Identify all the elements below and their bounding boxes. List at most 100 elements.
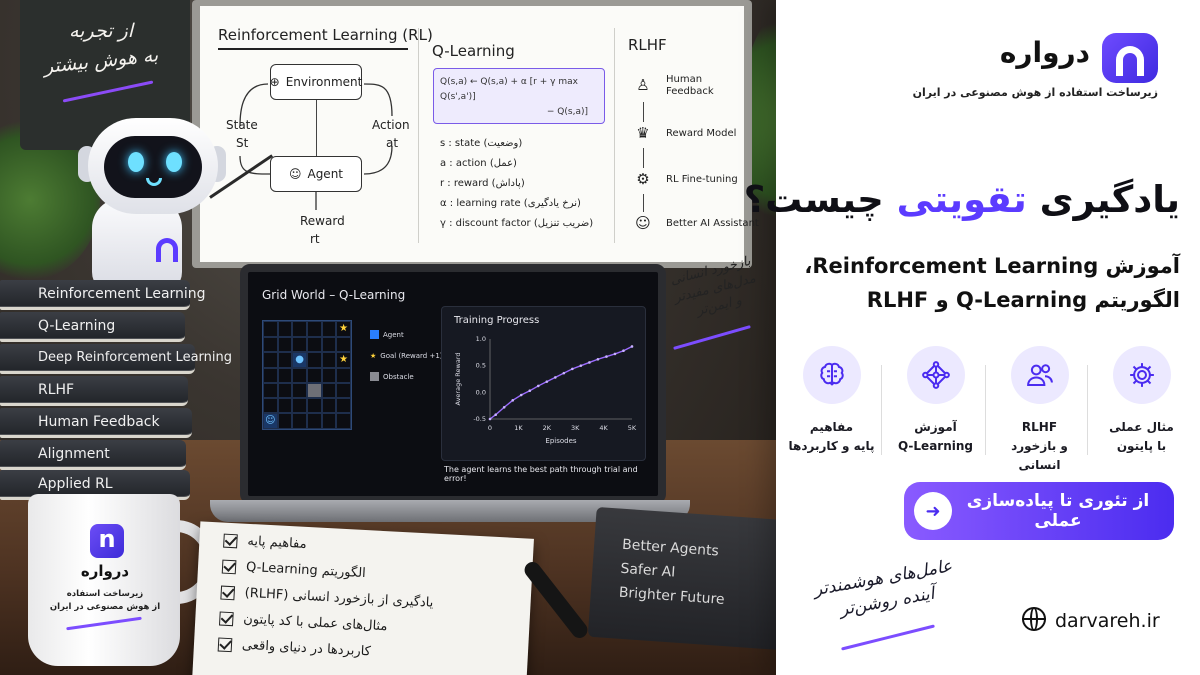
- reward-point: [519, 393, 523, 397]
- reward-symbol: rt: [310, 232, 320, 246]
- x-tick-label: 5K: [628, 424, 637, 432]
- x-axis-label: Episodes: [545, 437, 576, 445]
- reward-series-line: [489, 345, 633, 420]
- q-formula: Q(s,a) ← Q(s,a) + α [r + γ max Q(s',a')]…: [433, 68, 605, 124]
- q-def-gamma: γ : discount factor (ضریب تنزیل): [440, 218, 594, 229]
- mug-logo-icon: n: [90, 524, 124, 558]
- reward-point: [579, 364, 583, 367]
- globe-icon: [1022, 607, 1046, 631]
- rlhf-step-2: Reward Model: [666, 128, 737, 139]
- reward-point: [511, 399, 515, 402]
- checkbox-icon: [219, 611, 234, 626]
- trophy-icon: ♛: [636, 124, 650, 142]
- x-tick-label: 1K: [514, 424, 523, 432]
- q-def-s: s : state (وضعیت): [440, 138, 523, 149]
- reward-point: [588, 361, 591, 364]
- goal-star-icon: ★: [336, 352, 351, 368]
- agent-robot-icon: ☺: [263, 413, 278, 429]
- robot-logo-icon: [156, 238, 178, 262]
- reward-point: [502, 405, 506, 409]
- chalkboard-line-1: از تجربه: [68, 20, 133, 42]
- rlhf-step-3: RL Fine-tuning: [666, 174, 738, 185]
- whiteboard: Reinforcement Learning (RL) ⊕ Environmen…: [200, 6, 759, 262]
- notebook: مفاهیم پایه الگوریتم Q-Learning یادگیری …: [192, 521, 534, 675]
- state-symbol: St: [236, 136, 249, 150]
- cta-banner[interactable]: ➜ از تئوری تا پیاده‌سازی عملی: [904, 482, 1174, 540]
- reward-point: [571, 367, 574, 371]
- brain-icon: [802, 346, 861, 404]
- y-tick-label: 0.0: [476, 388, 486, 396]
- rlhf-step-1: Human Feedback: [666, 74, 714, 97]
- checkbox-icon: [217, 636, 233, 652]
- legend-agent: Agent: [370, 330, 404, 339]
- coffee-mug: [28, 494, 180, 666]
- mug-brand: درواره: [80, 562, 130, 580]
- brand-name: درواره: [999, 36, 1090, 69]
- reward-label: Reward: [300, 214, 345, 228]
- rl-title: Reinforcement Learning (RL): [218, 26, 433, 44]
- reward-point: [494, 413, 497, 417]
- checkbox-icon: [220, 585, 236, 600]
- gear-icon: [1112, 346, 1171, 404]
- reward-point: [630, 345, 634, 348]
- y-axis-label: Average Reward: [454, 353, 462, 406]
- website-link[interactable]: darvareh.ir: [1055, 610, 1160, 632]
- person-icon: ♙: [636, 76, 650, 94]
- y-tick-label: -0.5: [473, 415, 486, 423]
- book-2: Q-Learning: [0, 312, 185, 342]
- subtitle-line-2: الگوریتم Q-Learning و RLHF: [866, 288, 1180, 312]
- reward-point: [528, 389, 532, 393]
- x-tick-label: 0: [488, 424, 492, 432]
- reward-point: [536, 384, 540, 388]
- book-1: Reinforcement Learning: [0, 280, 206, 310]
- photo-scene: از تجربه به هوش بیشتر Reinforcement Lear…: [0, 0, 800, 675]
- q-def-a: a : action (عمل): [440, 158, 517, 169]
- reward-point: [613, 352, 617, 356]
- reward-point: [562, 371, 566, 375]
- cta-label: از تئوری تا پیاده‌سازی عملی: [966, 491, 1150, 531]
- info-panel: [776, 0, 1200, 675]
- reward-point: [596, 357, 600, 361]
- robot-icon: ☺: [288, 167, 302, 181]
- rlhf-title: RLHF: [628, 36, 667, 54]
- reward-point: [605, 355, 608, 358]
- subtitle-line-1: آموزش Reinforcement Learning،: [804, 254, 1180, 278]
- mug-line-2: از هوش مصنوعی در ایران: [49, 602, 161, 612]
- legend-obstacle: Obstacle: [370, 372, 414, 381]
- arrow-right-icon[interactable]: ➜: [914, 492, 952, 530]
- environment-box: ⊕ Environment: [270, 64, 362, 100]
- logo-n-icon: [1116, 46, 1144, 76]
- x-tick-label: 4K: [599, 424, 608, 432]
- checkbox-icon: [223, 533, 238, 548]
- action-label: Action: [372, 118, 410, 132]
- checkbox-icon: [221, 559, 237, 574]
- gear-small-icon: ⚙: [636, 170, 650, 188]
- star-icon: ★: [370, 352, 377, 360]
- x-tick-label: 2K: [543, 424, 552, 432]
- robot-small-icon: ☺: [635, 214, 651, 232]
- q-def-alpha: α : learning rate (نرخ یادگیری): [440, 198, 581, 209]
- chart-title: Training Progress: [454, 315, 540, 326]
- brand-tagline: زیرساخت استفاده از هوش مصنوعی در ایران: [912, 86, 1158, 99]
- network-icon: [906, 346, 965, 404]
- book-right: Better Agents Safer AI Brighter Future: [587, 506, 800, 652]
- reward-point: [545, 380, 549, 383]
- state-label: State: [226, 118, 258, 132]
- book-5: Human Feedback: [0, 408, 192, 438]
- robot-face: [104, 136, 202, 198]
- book-6: Alignment: [0, 440, 186, 470]
- reward-point: [622, 349, 625, 353]
- goal-star-icon: ★: [336, 321, 351, 337]
- laptop-base: [210, 500, 690, 522]
- q-title: Q-Learning: [432, 42, 515, 60]
- users-icon: [1010, 346, 1069, 404]
- q-def-r: r : reward (پاداش): [440, 178, 525, 189]
- grid-world: ★ ●★ ☺: [262, 320, 352, 430]
- headline: یادگیری تقویتی چیست؟: [743, 178, 1180, 221]
